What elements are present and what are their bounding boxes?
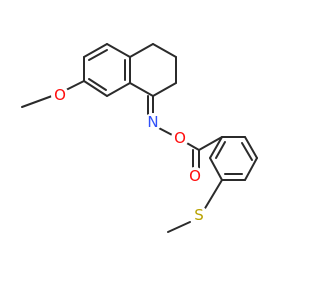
bond-ar1-e bbox=[106, 82, 131, 97]
atom-background bbox=[190, 206, 208, 224]
bond-ar1-b bbox=[83, 43, 108, 58]
atom-background bbox=[51, 86, 69, 104]
bond-s-methyl bbox=[167, 221, 191, 233]
atom-background bbox=[186, 167, 204, 185]
bond-o-carbonyl bbox=[184, 141, 200, 151]
bond-sat-a bbox=[129, 43, 154, 58]
atom-background bbox=[144, 113, 162, 131]
bond-ar2-e bbox=[209, 157, 223, 181]
bond-ar1-c bbox=[106, 43, 131, 58]
atom-background bbox=[171, 129, 189, 147]
bond-methoxy-methyl bbox=[21, 95, 53, 108]
atom-oxime-oxygen: O bbox=[174, 129, 186, 147]
atom-carbonyl-oxygen: O bbox=[189, 167, 201, 185]
bond-ar2-b bbox=[244, 136, 258, 159]
bond-ar2-f bbox=[209, 136, 223, 159]
atom-oxime-nitrogen: N bbox=[147, 113, 158, 131]
bond-ar1-f-inner bbox=[88, 78, 107, 91]
molecule-diagram: O N O O S bbox=[21, 43, 258, 233]
atom-layer: O N O O S bbox=[51, 86, 208, 224]
atom-thioether-sulfur: S bbox=[194, 206, 204, 224]
bond-sat-e bbox=[129, 82, 154, 97]
bond-ar2-c bbox=[244, 157, 258, 181]
bond-carbonyl-c-to-ring bbox=[198, 136, 223, 151]
bond-ring-s bbox=[203, 179, 223, 211]
bond-sat-b bbox=[152, 43, 177, 58]
bond-sat-d bbox=[152, 82, 177, 97]
bond-ar1-f bbox=[83, 80, 108, 97]
bond-ar1-b-inner bbox=[88, 49, 108, 61]
bond-ar2-b-inner bbox=[241, 142, 253, 161]
bond-ar2-f-inner bbox=[215, 141, 226, 159]
bond-layer bbox=[21, 43, 258, 233]
atom-methoxy-oxygen: O bbox=[54, 86, 66, 104]
